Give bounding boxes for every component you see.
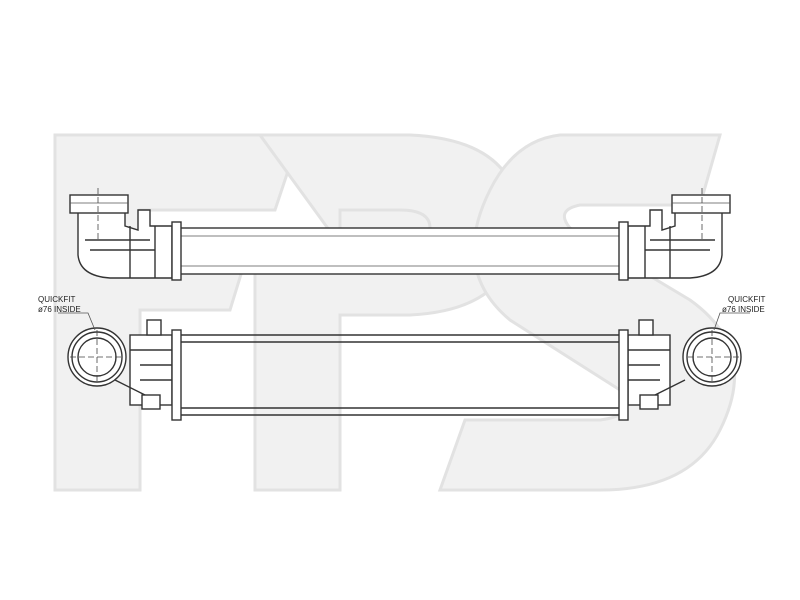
fps-watermark [53,133,736,492]
top-view [69,188,731,281]
front-view: QUICKFIT ø76 INSIDE QUICKFIT ø7 [38,295,765,421]
quickfit-label-left-line1: QUICKFIT [38,295,75,304]
top-left-tank [69,188,182,281]
quickfit-label-right-line1: QUICKFIT [728,295,765,304]
top-right-tank [618,188,731,281]
quickfit-label-right-line2: ø76 INSIDE [722,305,765,314]
front-right-tank: QUICKFIT ø76 INSIDE [618,295,765,421]
front-left-tank: QUICKFIT ø76 INSIDE [38,295,182,421]
quickfit-label-left-line2: ø76 INSIDE [38,305,81,314]
